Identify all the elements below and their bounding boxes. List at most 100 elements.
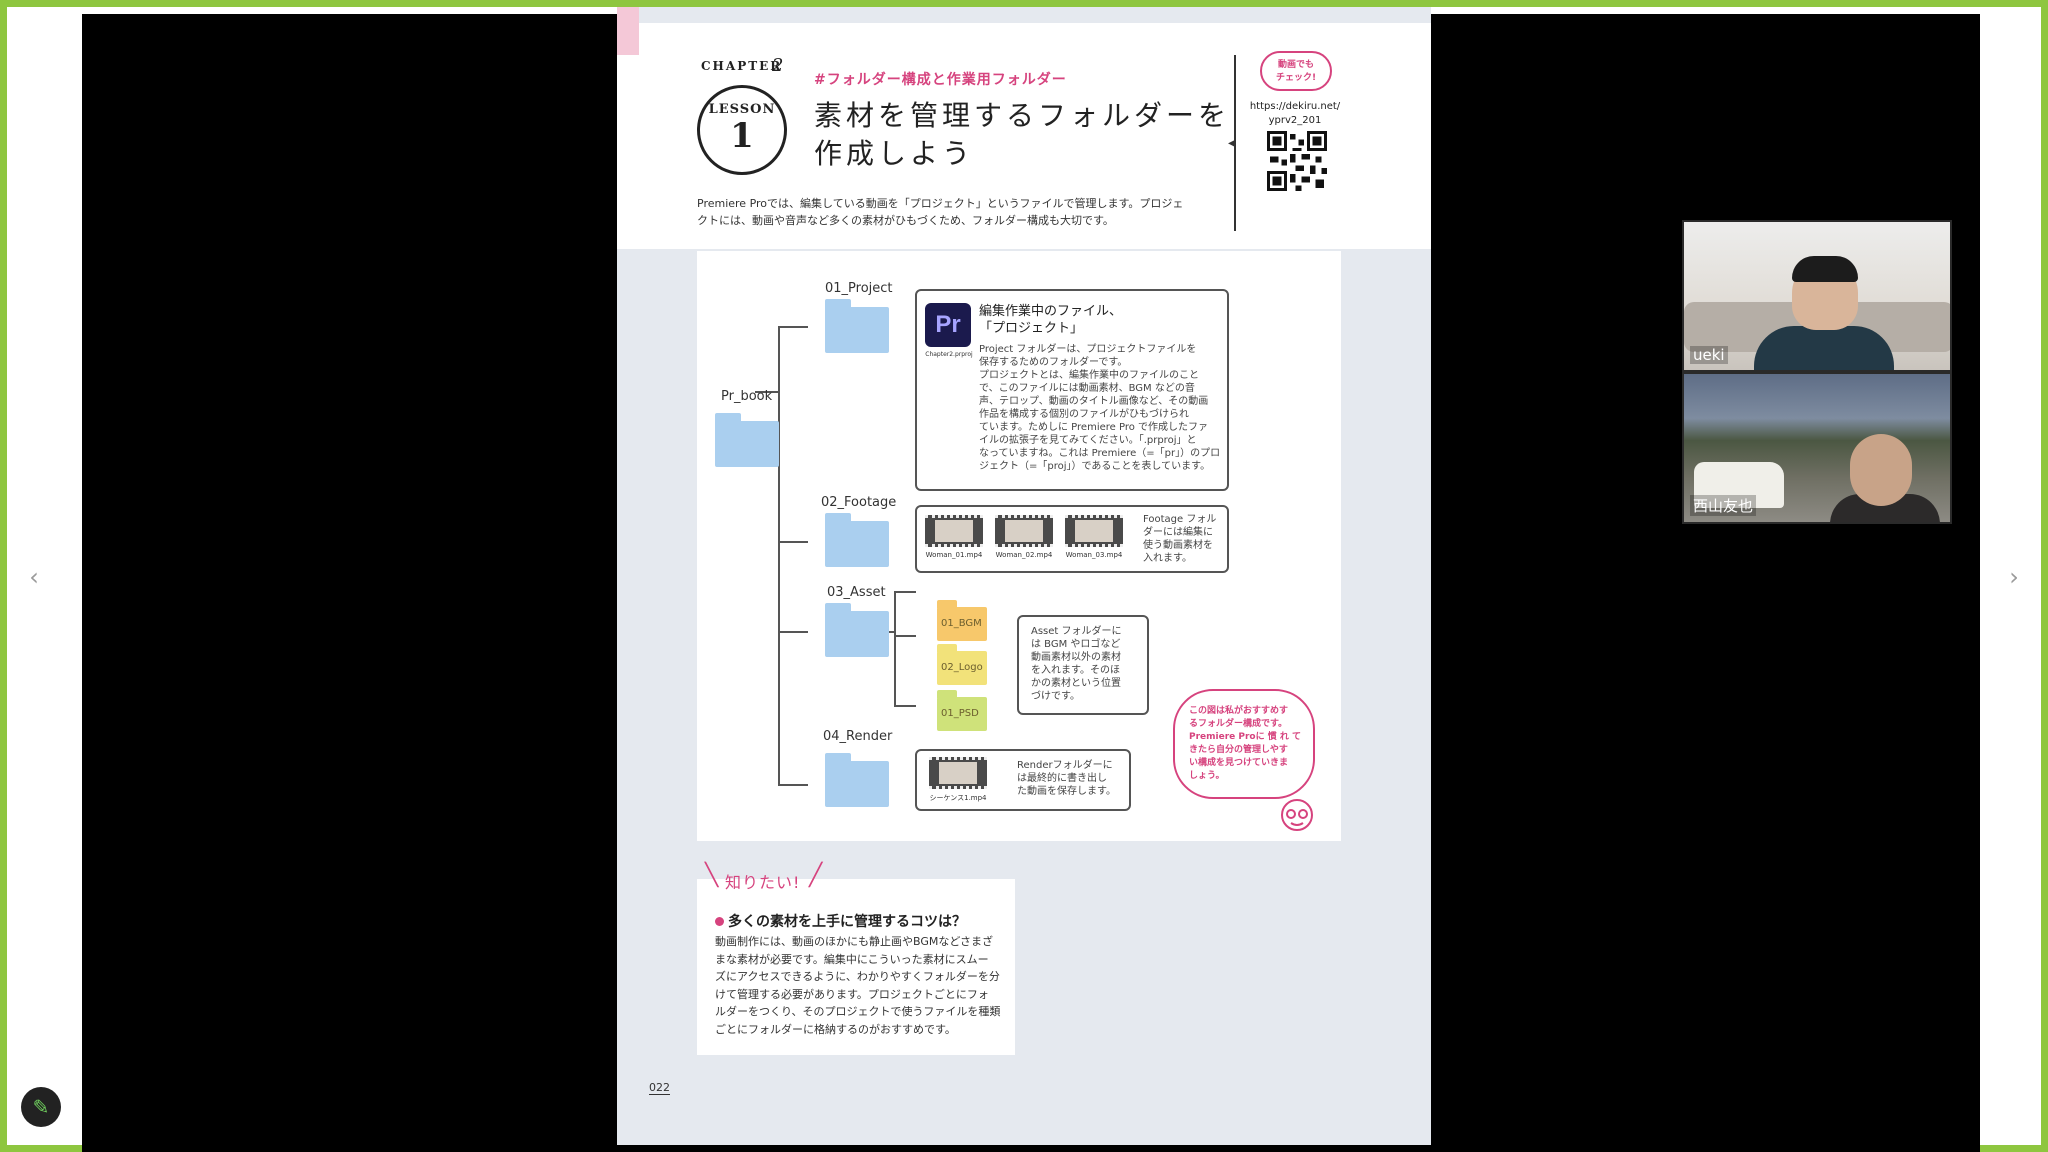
tip-label-slash-icon: ╱ [809, 863, 823, 888]
background-car [1694, 462, 1784, 508]
root-folder-icon [715, 413, 779, 467]
page-top-strip [617, 7, 1431, 23]
tip-label-slash-icon: ╲ [705, 863, 719, 888]
project-folder-label: 01_Project [825, 281, 893, 296]
render-bubble-text: Renderフォルダーに は最終的に書き出し た動画を保存します。 [1017, 759, 1129, 798]
video-thumbnail [929, 757, 987, 789]
tip-body-line: ルダーをつくり、そのプロジェクトで使うファイルを種類 [715, 1005, 1001, 1018]
video-thumbnail [925, 515, 983, 547]
tip-box-heading-text: 多くの素材を上手に管理するコツは？ [728, 914, 966, 930]
book-page: CHAPTER 2 LESSON 1 #フォルダー構成と作業用フォルダー 素材を… [617, 7, 1431, 1145]
video-thumbnail [995, 515, 1053, 547]
lesson-number: 1 [730, 116, 754, 156]
project-bubble: Pr Chapter2.prproj 編集作業中のファイル、 「プロジェクト」 … [915, 289, 1229, 491]
lesson-word: LESSON [708, 102, 776, 117]
video-url-line: yprv2_201 [1268, 115, 1322, 126]
bubble-line: なっていますね。これは Premiere（=「pr」）のプロ [979, 448, 1221, 459]
lesson-badge: LESSON 1 [697, 85, 787, 175]
footage-folder-icon [825, 513, 889, 567]
bubble-line: かの素材という位置 [1031, 678, 1121, 689]
participant-face [1850, 434, 1912, 506]
participant-video-tile[interactable]: 西山友也 [1682, 372, 1952, 524]
asset-bubble: Asset フォルダーに は BGM やロゴなど 動画素材以外の素材 を入れます… [1017, 615, 1149, 715]
header-divider [1234, 55, 1236, 231]
page-number: 022 [649, 1081, 670, 1095]
bubble-line: 動画素材以外の素材 [1031, 652, 1121, 663]
bubble-heading-line: 「プロジェクト」 [979, 321, 1084, 336]
tree-line [778, 326, 808, 328]
logo-subfolder-icon: 02_Logo [937, 644, 987, 685]
root-folder-label: Pr_book [721, 389, 773, 404]
bullet-dot-icon [715, 917, 724, 926]
bubble-line: は BGM やロゴなど [1031, 639, 1121, 650]
bubble-line: ジェクト（=「proj」）であることを表しています。 [979, 461, 1211, 472]
render-bubble: シーケンス1.mp4 Renderフォルダーに は最終的に書き出し た動画を保存… [915, 749, 1131, 811]
tip-body-line: けて管理する必要があります。プロジェクトごとにフォ [715, 987, 989, 1001]
video-file-name: Woman_03.mp4 [1065, 551, 1123, 559]
tip-line: しょう。 [1189, 771, 1225, 781]
bubble-line: 声、テロップ、動画のタイトル画像など、その動画 [979, 396, 1209, 407]
project-bubble-heading: 編集作業中のファイル、 「プロジェクト」 [979, 303, 1209, 337]
bubble-line: 入れます。 [1143, 553, 1192, 564]
bubble-line: 作品を構成する個別のファイルがひもづけられ [979, 409, 1189, 420]
bubble-line: ダーには編集に [1143, 527, 1213, 538]
bubble-line: で、このファイルには動画素材、BGM などの音 [979, 383, 1195, 394]
divider-caret-icon: ◀ [1228, 138, 1236, 149]
video-url: https://dekiru.net/ yprv2_201 [1245, 100, 1345, 128]
lesson-title: 素材を管理するフォルダーを 作成しよう [814, 97, 1234, 173]
tree-line [894, 705, 916, 707]
participant-video-tile[interactable]: ueki [1682, 220, 1952, 372]
bgm-subfolder-icon: 01_BGM [937, 600, 987, 641]
page-edge-tab [617, 7, 639, 55]
annotate-pencil-icon[interactable]: ✎ [21, 1087, 61, 1127]
lesson-title-line: 素材を管理するフォルダーを [814, 99, 1231, 132]
bubble-line: イルの拡張子を見てみてください。「.prproj」と [979, 435, 1197, 446]
bubble-line: た動画を保存します。 [1017, 786, 1116, 797]
qr-code-icon [1267, 131, 1327, 191]
author-tip-bubble: この図は私がおすすめす るフォルダー構成です。 Premiere Proに 慣 … [1173, 689, 1315, 799]
video-thumbnail [1065, 515, 1123, 547]
bubble-line: Project フォルダーは、プロジェクトファイルを [979, 344, 1197, 355]
tip-line: Premiere Proに 慣 れ て [1189, 732, 1301, 742]
bubble-line: を入れます。そのほ [1031, 665, 1120, 676]
bubble-line: Asset フォルダーに [1031, 626, 1122, 637]
project-folder-icon [825, 299, 889, 353]
footage-bubble-text: Footage フォル ダーには編集に 使う動画素材を 入れます。 [1143, 513, 1227, 565]
tree-line [894, 591, 896, 706]
previous-page-arrow-icon[interactable]: ‹ [29, 563, 39, 591]
chapter-number: 2 [772, 55, 784, 76]
tree-line [755, 391, 779, 393]
tip-box-body: 動画制作には、動画のほかにも静止画やBGMなどさまざ まな素材が必要です。編集中… [715, 933, 1015, 1038]
asset-folder-label: 03_Asset [827, 585, 886, 600]
tip-body-line: ズにアクセスできるように、わかりやすくフォルダーを分 [715, 970, 1000, 983]
bubble-line: プロジェクトとは、編集作業中のファイルのこと [979, 370, 1199, 381]
video-bubble-line: チェック! [1275, 73, 1317, 83]
tree-line [778, 326, 780, 786]
tip-body-line: 動画制作には、動画のほかにも静止画やBGMなどさまざ [715, 935, 994, 948]
tip-body-line: ごとにフォルダーに格納するのがおすすめです。 [715, 1022, 956, 1036]
tip-body-line: まな素材が必要です。編集中にこういった素材にスムー [715, 952, 989, 966]
asset-bubble-text: Asset フォルダーに は BGM やロゴなど 動画素材以外の素材 を入れます… [1031, 625, 1143, 703]
author-mascot-icon [1281, 799, 1313, 831]
participant-name: ueki [1690, 346, 1728, 364]
participant-name: 西山友也 [1690, 495, 1757, 516]
folder-structure-diagram: Pr_book 01_Project Pr Chapter2.prproj 編集… [697, 251, 1341, 841]
video-bubble-line: 動画でも [1277, 60, 1314, 70]
video-url-line: https://dekiru.net/ [1249, 101, 1341, 112]
bubble-line: は最終的に書き出し [1017, 773, 1107, 784]
video-file-name: Woman_02.mp4 [995, 551, 1053, 559]
footage-bubble: Woman_01.mp4 Woman_02.mp4 Woman_03.mp4 F… [915, 505, 1229, 573]
video-file-name: Woman_01.mp4 [925, 551, 983, 559]
next-page-arrow-icon[interactable]: › [2009, 563, 2019, 591]
video-check-bubble: 動画でも チェック! [1260, 51, 1332, 91]
tree-line [894, 591, 916, 593]
psd-subfolder-icon: 01_PSD [937, 690, 987, 731]
lesson-intro: Premiere Proでは、編集している動画を「プロジェクト」というファイルで… [697, 195, 1217, 229]
intro-line: クトには、動画や音声など多くの素材がひもづくため、フォルダー構成も大切です。 [697, 214, 1114, 227]
participant-body [1754, 326, 1894, 370]
asset-folder-icon [825, 603, 889, 657]
lesson-tagline: #フォルダー構成と作業用フォルダー [814, 72, 1067, 88]
footage-folder-label: 02_Footage [821, 495, 897, 510]
tip-box-label: 知りたい! [725, 873, 801, 892]
bubble-line: Renderフォルダーに [1017, 760, 1113, 771]
